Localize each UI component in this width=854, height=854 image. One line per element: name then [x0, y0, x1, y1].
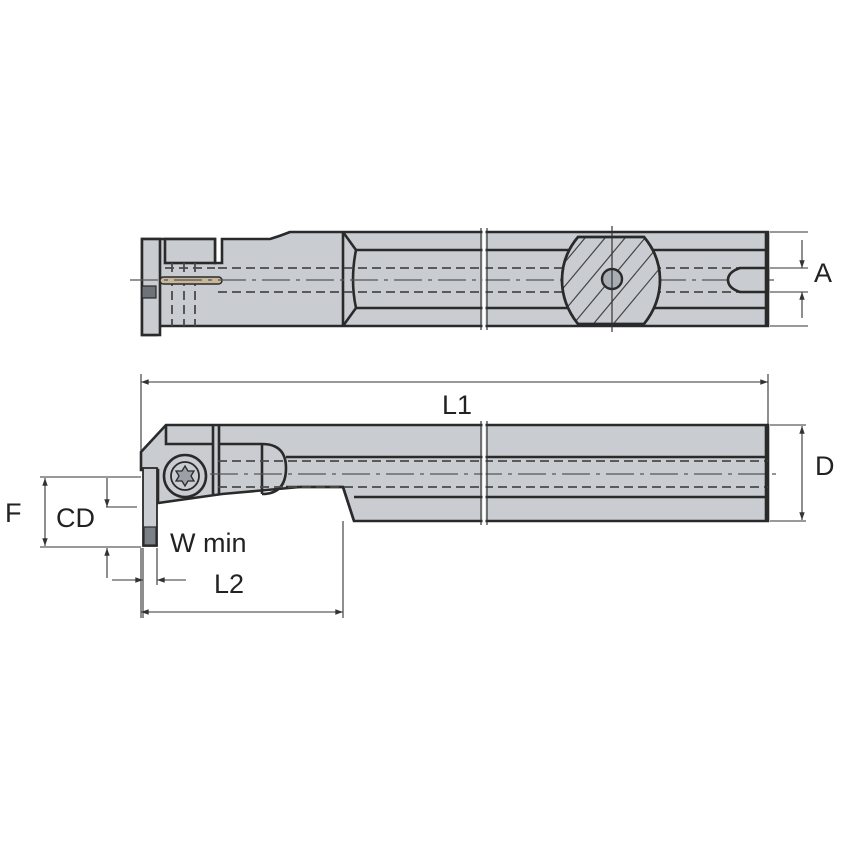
label-F: F — [5, 498, 22, 528]
label-D: D — [815, 451, 835, 481]
side-coolant-hidden — [218, 460, 768, 488]
cross-section — [560, 226, 662, 332]
break-line — [480, 421, 488, 525]
torx-icon — [174, 464, 196, 488]
side-view: L1 D — [5, 374, 835, 618]
clamp-screw-head — [163, 237, 217, 265]
flat-lines — [356, 248, 768, 310]
dimension-CD: CD — [56, 478, 137, 578]
top-view: A — [130, 226, 832, 337]
grooving-insert — [142, 467, 158, 547]
insert-tip — [141, 285, 157, 299]
screw-hidden-lines — [171, 263, 196, 326]
coolant-outlet — [726, 266, 770, 294]
top-view-body — [140, 230, 770, 337]
coolant-bore-hidden — [218, 267, 768, 293]
break-line — [480, 228, 488, 330]
head-parting-line — [211, 425, 221, 494]
dimension-W-min: W min — [112, 528, 247, 618]
label-A: A — [814, 258, 832, 288]
dimension-L1: L1 — [140, 374, 769, 470]
label-L1: L1 — [442, 390, 472, 420]
dimension-D: D — [770, 424, 835, 522]
label-W-min: W min — [170, 528, 247, 558]
dimension-F: F — [5, 476, 141, 548]
dimension-L2: L2 — [140, 521, 344, 618]
neck-transition — [219, 442, 288, 496]
side-view-body — [139, 423, 770, 523]
torx-screw — [162, 453, 208, 499]
label-CD: CD — [56, 503, 95, 533]
dimension-A: A — [770, 231, 832, 327]
label-L2: L2 — [214, 569, 244, 599]
